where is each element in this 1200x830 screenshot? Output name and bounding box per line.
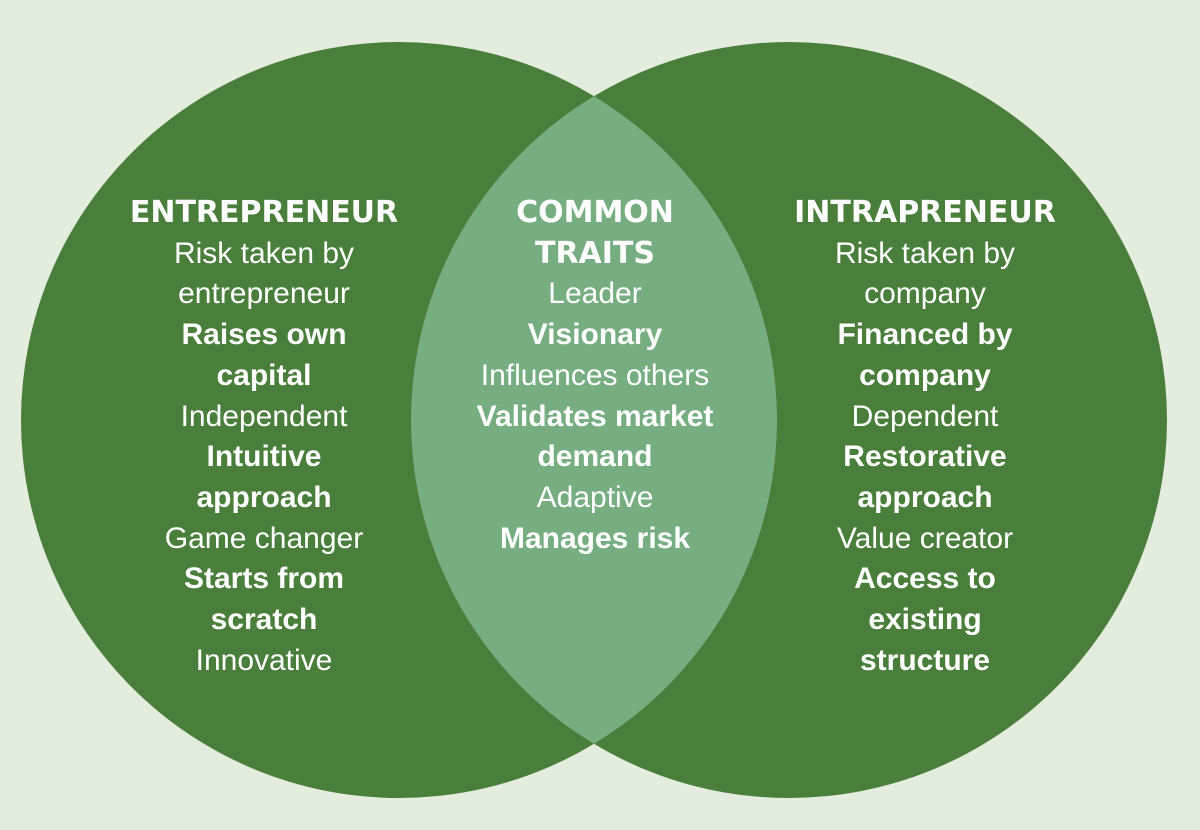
entrepreneur-trait: scratch xyxy=(210,603,318,637)
intrapreneur-trait: Value creator xyxy=(836,521,1014,555)
common-trait: Influences others xyxy=(480,358,710,392)
common-traits-column: COMMON TRAITS Leader Visionary Influence… xyxy=(440,193,750,559)
intrapreneur-trait: Restorative xyxy=(843,440,1007,474)
entrepreneur-traits: Risk taken by entrepreneur Raises own ca… xyxy=(109,234,419,682)
intrapreneur-traits: Risk taken by company Financed by compan… xyxy=(770,234,1080,682)
entrepreneur-trait: entrepreneur xyxy=(178,277,350,311)
entrepreneur-trait: Game changer xyxy=(164,521,364,555)
entrepreneur-title: ENTREPRENEUR xyxy=(129,195,399,230)
entrepreneur-trait: Raises own xyxy=(181,318,347,352)
intrapreneur-trait: approach xyxy=(857,480,993,514)
common-traits-title-line1: COMMON xyxy=(516,195,674,230)
common-trait: Adaptive xyxy=(536,480,654,514)
entrepreneur-trait: Innovative xyxy=(195,643,333,677)
intrapreneur-trait: Financed by xyxy=(837,318,1013,352)
common-trait: Validates market xyxy=(476,399,714,433)
common-traits-title-line2: TRAITS xyxy=(534,235,655,271)
entrepreneur-column: ENTREPRENEUR Risk taken by entrepreneur … xyxy=(109,193,419,681)
intrapreneur-trait: existing xyxy=(868,603,982,637)
intrapreneur-trait: Dependent xyxy=(851,399,999,433)
common-trait: Visionary xyxy=(527,318,663,352)
entrepreneur-trait: approach xyxy=(196,480,332,514)
intrapreneur-title: INTRAPRENEUR xyxy=(794,195,1056,230)
entrepreneur-trait: Independent xyxy=(180,399,348,433)
intrapreneur-trait: structure xyxy=(859,643,991,677)
common-trait: Leader xyxy=(548,277,642,311)
entrepreneur-trait: Risk taken by xyxy=(173,236,355,270)
common-traits-list: Leader Visionary Influences others Valid… xyxy=(440,274,750,559)
intrapreneur-trait: Access to xyxy=(854,562,996,596)
intrapreneur-column: INTRAPRENEUR Risk taken by company Finan… xyxy=(770,193,1080,681)
entrepreneur-trait: capital xyxy=(216,358,312,392)
intrapreneur-trait: company xyxy=(859,358,991,392)
intrapreneur-trait: company xyxy=(864,277,986,311)
common-trait: demand xyxy=(537,440,653,474)
common-traits-overlap xyxy=(411,42,777,798)
entrepreneur-trait: Starts from xyxy=(183,562,345,596)
entrepreneur-trait: Intuitive xyxy=(206,440,322,474)
intrapreneur-trait: Risk taken by xyxy=(834,236,1016,270)
common-trait: Manages risk xyxy=(499,521,691,555)
